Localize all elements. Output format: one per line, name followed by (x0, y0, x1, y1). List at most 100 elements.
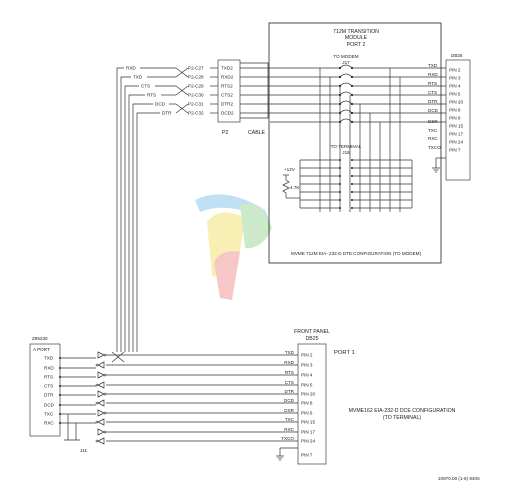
to-terminal-label: TO TERMINAL (331, 144, 362, 149)
front-panel-signal: TXD (285, 350, 295, 355)
p2-pin-label: P2-C28 (188, 75, 204, 80)
buffer-triangle (97, 390, 105, 398)
z85230-signal: RTS (44, 375, 53, 380)
front-panel-signal: TXCO (281, 436, 294, 441)
db25-top-signal: TXD (428, 63, 438, 68)
front-panel-pin: PIN 5 (301, 383, 313, 388)
buffer-bubble (95, 383, 99, 387)
z85230-signal: RXC (44, 421, 54, 426)
db25-top-signal: TXCO (428, 145, 441, 150)
db25-top-signal: CTS (428, 90, 437, 95)
buffer-bubble (95, 363, 99, 367)
db25-top-pin: PIN 7 (449, 148, 461, 153)
front-panel-pin: PIN 7 (301, 453, 313, 458)
p2-signal-label: DTR2 (221, 102, 233, 107)
front-panel-pin: PIN 8 (301, 401, 313, 406)
z85230-signal: RXD (44, 366, 54, 371)
to-modem-label: TO MODEM (333, 54, 358, 59)
j17-arc (339, 64, 353, 69)
j17-arc (339, 82, 353, 87)
watermark-swoosh-red (214, 251, 240, 300)
z85230-port-label: A PORT (33, 347, 50, 352)
front-panel-pin: PIN 24 (301, 439, 315, 444)
db25-top-pin: PIN 3 (449, 76, 461, 81)
z85230-signal: TXD (44, 356, 54, 361)
transition-module-footer: MVME 712M EIA- 232-D DTE CONFIGURATION (… (291, 251, 421, 256)
port1-label: PORT 1 (334, 350, 355, 356)
front-panel-signal: DCD (284, 398, 295, 403)
p2-signal-label: RXD2 (221, 75, 234, 80)
buffer-triangle (97, 428, 105, 436)
crossover-wire (111, 351, 125, 363)
p2-connector-box (217, 59, 241, 123)
upper-line-label: RTS (147, 93, 156, 98)
watermark-swoosh-green (240, 203, 272, 249)
front-panel-signal: CTS (285, 380, 294, 385)
front-panel-signal: TXC (285, 417, 295, 422)
resistor-label: 4.7K (290, 185, 300, 190)
db25-top-pin: PIN 5 (449, 92, 461, 97)
front-panel-pin: PIN 2 (301, 353, 313, 358)
buffer-bubble (95, 401, 99, 405)
p2-pin-label: P2-C32 (188, 111, 204, 116)
db25-top-signal: DSR (428, 119, 438, 124)
trunk-wire (128, 94, 145, 352)
front-panel-db25-box (297, 343, 327, 465)
db25-top-signal: DCD (428, 108, 439, 113)
db25-top-signal: DTR (428, 99, 438, 104)
j17-arc (339, 118, 353, 123)
db25-top-pin: PIN 8 (449, 108, 461, 113)
j16-jumper-grid (286, 68, 413, 212)
trunk-wire (132, 103, 153, 352)
p2-signal-label: DCD2 (221, 111, 234, 116)
trunk-wire (120, 76, 131, 352)
z85230-signal: DCD (44, 403, 55, 408)
j11-jumper (64, 414, 80, 441)
buffer-triangle (97, 437, 105, 445)
buffer-triangle (97, 361, 105, 369)
transition-module-box (268, 22, 442, 264)
z85230-signal: DTR (44, 393, 54, 398)
db25-top-pin: PIN 2 (449, 68, 461, 73)
watermark-logo (195, 194, 272, 300)
j16-label: J16 (342, 150, 350, 155)
front-panel-pin: PIN 6 (301, 411, 313, 416)
ground-symbol (432, 158, 440, 173)
transition-module-title-3: PORT 2 (347, 42, 366, 48)
transition-module-title-1: 712M TRANSITION (333, 29, 379, 35)
front-panel-title-1: FRONT PANEL (294, 329, 330, 335)
buffer-bubble (95, 420, 99, 424)
db25-top-pin: PIN 6 (449, 116, 461, 121)
db25-top-box (445, 59, 471, 181)
p2-signal-label: CTS2 (221, 93, 233, 98)
upper-line-label: DTR (162, 111, 172, 116)
watermark-swoosh-blue (195, 194, 270, 222)
db25-top-signal: RTS (428, 81, 437, 86)
trunk-wire (136, 112, 160, 352)
cable-bracket (240, 62, 269, 119)
line-buffers (95, 351, 298, 445)
upper-line-label: RXD (126, 66, 136, 71)
dce-caption-2: (TO TERMINAL) (383, 415, 421, 421)
front-panel-pin: PIN 15 (301, 420, 315, 425)
front-panel-signal: DSR (284, 408, 294, 413)
z85230-box (29, 343, 61, 437)
buffer-triangle (97, 418, 105, 426)
buffer-triangle (97, 409, 105, 417)
db25-top-signal: RXC (428, 136, 438, 141)
z85230-label: Z85230 (32, 336, 48, 341)
buffer-bubble (95, 439, 99, 443)
j17-arc (339, 73, 353, 78)
front-panel-signal: DTR (285, 389, 295, 394)
p2-pin-label: P2-C27 (188, 66, 204, 71)
front-panel-pin: PIN 20 (301, 392, 315, 397)
db25-top-pin: PIN 24 (449, 140, 463, 145)
front-panel-signal: RXD (284, 360, 294, 365)
p2-pin-label: P2-C30 (188, 93, 204, 98)
